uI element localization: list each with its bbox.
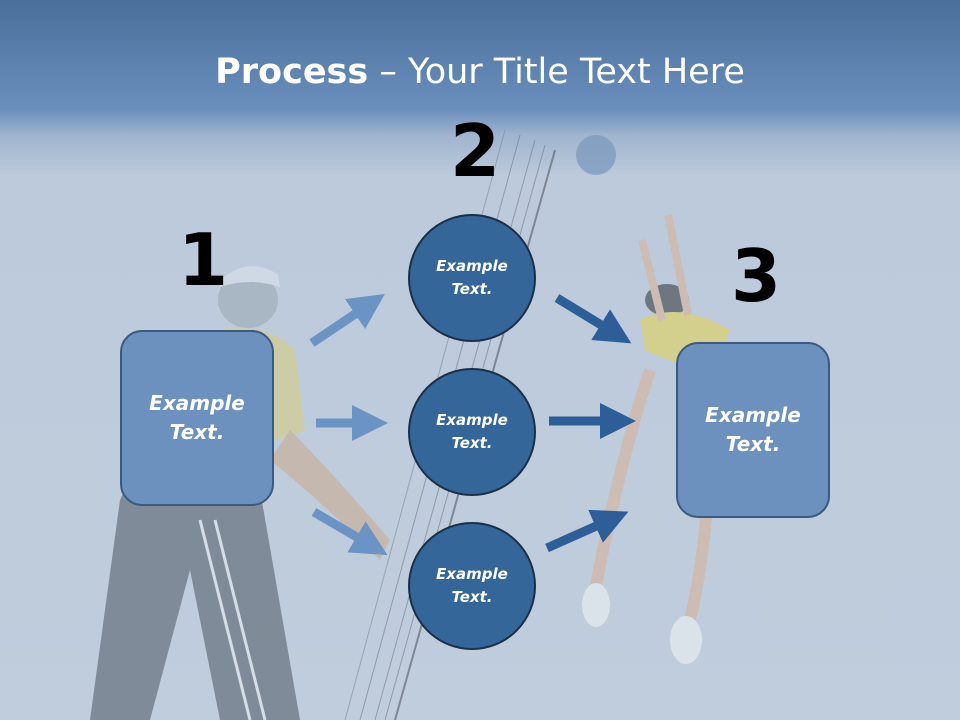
process-circle-top-text: Example Text. [436, 257, 508, 298]
slide-title-bold: Process [215, 52, 369, 92]
slide-title-rest: – Your Title Text Here [368, 52, 745, 92]
left-process-box-text: Example Text. [149, 391, 245, 444]
step-1-number: 1 [178, 218, 229, 302]
process-circle-middle-text: Example Text. [436, 411, 508, 452]
process-circle-middle[interactable]: Example Text. [408, 368, 536, 496]
step-2-number: 2 [450, 109, 501, 193]
slide-title: Process – Your Title Text Here [0, 52, 960, 92]
process-circle-bottom[interactable]: Example Text. [408, 522, 536, 650]
step-3-number: 3 [731, 234, 782, 318]
left-process-box[interactable]: Example Text. [120, 330, 274, 506]
right-process-box[interactable]: Example Text. [676, 342, 830, 518]
process-circle-top[interactable]: Example Text. [408, 214, 536, 342]
volleyball-ball [576, 135, 616, 175]
process-circle-bottom-text: Example Text. [436, 565, 508, 606]
right-process-box-text: Example Text. [705, 403, 801, 456]
